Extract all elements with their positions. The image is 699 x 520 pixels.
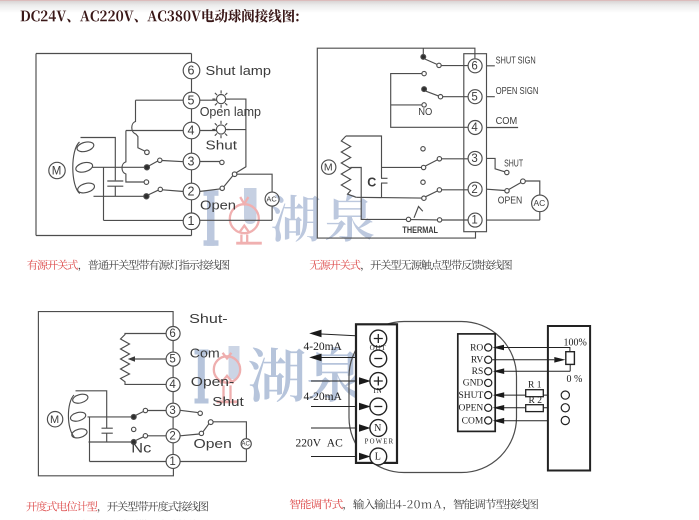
svg-text:Open-: Open- (191, 374, 234, 389)
svg-text:0 %: 0 % (567, 374, 583, 385)
svg-text:OPEN SIGN: OPEN SIGN (496, 86, 539, 97)
svg-text:3: 3 (188, 154, 195, 168)
svg-text:100%: 100% (564, 338, 587, 349)
svg-text:N: N (374, 423, 381, 434)
svg-text:2: 2 (471, 184, 477, 196)
svg-text:2: 2 (169, 430, 175, 442)
svg-text:SHUT: SHUT (504, 159, 523, 170)
svg-text:3: 3 (169, 405, 175, 417)
svg-text:2: 2 (188, 184, 195, 198)
svg-text:M: M (52, 165, 62, 177)
svg-text:4-20mA: 4-20mA (304, 391, 343, 403)
svg-text:M: M (50, 414, 59, 426)
svg-text:Shut: Shut (206, 137, 238, 152)
svg-text:4-20mA: 4-20mA (304, 341, 343, 353)
svg-text:6: 6 (471, 60, 477, 72)
svg-text:Shut: Shut (212, 394, 244, 409)
svg-text:R 2: R 2 (529, 396, 543, 406)
svg-text:Nc: Nc (131, 441, 151, 456)
svg-text:OPEN: OPEN (498, 196, 523, 207)
svg-text:6: 6 (188, 63, 195, 77)
svg-text:1: 1 (188, 214, 195, 228)
svg-text:RV: RV (471, 356, 484, 366)
svg-text:RS: RS (472, 367, 484, 377)
svg-text:L: L (375, 452, 381, 463)
svg-text:POWER: POWER (365, 439, 395, 446)
svg-text:SHUT: SHUT (458, 391, 483, 401)
svg-text:Com: Com (190, 346, 220, 361)
svg-text:Open lamp: Open lamp (200, 104, 261, 119)
svg-text:OUT: OUT (370, 344, 387, 352)
svg-text:5: 5 (188, 93, 195, 107)
svg-text:4: 4 (471, 122, 478, 134)
svg-text:AC: AC (242, 442, 251, 448)
svg-text:4: 4 (188, 123, 195, 137)
svg-text:1: 1 (471, 215, 477, 227)
svg-text:6: 6 (169, 328, 175, 340)
svg-text:RO: RO (470, 343, 483, 353)
svg-text:4: 4 (169, 379, 176, 391)
svg-text:NO: NO (418, 107, 432, 118)
svg-text:220V AC: 220V AC (296, 438, 344, 450)
svg-text:IN: IN (374, 387, 383, 395)
svg-text:THERMAL: THERMAL (402, 225, 438, 235)
svg-text:C: C (367, 175, 376, 189)
svg-text:Open: Open (200, 198, 236, 213)
svg-text:Open: Open (194, 436, 232, 451)
svg-text:3: 3 (471, 153, 477, 165)
svg-text:Shut lamp: Shut lamp (206, 63, 272, 78)
svg-text:GND: GND (463, 379, 484, 389)
svg-text:COM: COM (462, 416, 484, 426)
svg-text:SHUT SIGN: SHUT SIGN (496, 55, 536, 66)
svg-text:COM: COM (496, 116, 518, 127)
svg-text:5: 5 (471, 91, 477, 103)
svg-text:Shut-: Shut- (189, 311, 228, 326)
svg-text:AC: AC (266, 194, 277, 203)
svg-text:M: M (324, 161, 333, 173)
svg-text:R 1: R 1 (528, 381, 542, 391)
svg-text:5: 5 (169, 354, 175, 366)
svg-text:AC: AC (533, 198, 545, 208)
svg-text:OPEN: OPEN (458, 404, 483, 414)
svg-text:1: 1 (169, 456, 175, 468)
